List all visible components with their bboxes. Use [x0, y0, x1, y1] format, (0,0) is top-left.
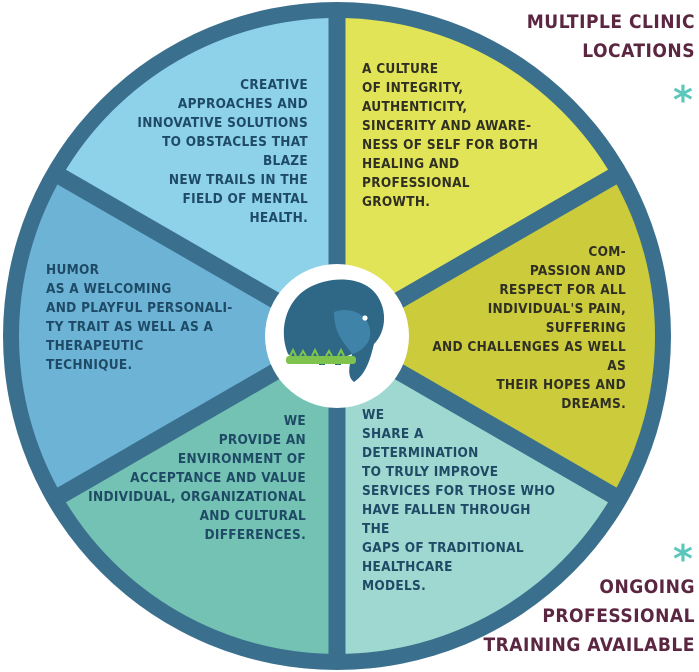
- segment-creative: [61, 18, 337, 336]
- segment-environment-text: WE PROVIDE AN ENVIRONMENT OF ACCEPTANCE …: [88, 413, 306, 543]
- segment-creative-text: CREATIVE APPROACHES AND INNOVATIVE SOLUT…: [137, 77, 308, 226]
- segment-determination: [337, 336, 613, 654]
- segment-humor-text: HUMOR AS A WELCOMING AND PLAYFUL PERSONA…: [46, 262, 233, 373]
- segment-humor: [18, 177, 337, 495]
- segment-compassion-text: COM- PASSION AND RESPECT FOR ALL INDIVID…: [432, 244, 626, 412]
- segment-environment: [61, 336, 337, 654]
- elephant-logo-icon: [265, 264, 409, 408]
- segment-culture-text: A CULTURE OF INTEGRITY, AUTHENTICITY, SI…: [362, 61, 539, 210]
- segment-determination-text: WE SHARE A DETERMINATION TO TRULY IMPROV…: [362, 407, 556, 594]
- asterisk-icon: *: [673, 537, 693, 581]
- segment-culture: [337, 18, 613, 336]
- callout-multiple-clinic-locations: MULTIPLE CLINIC LOCATIONS: [526, 11, 695, 62]
- callout-ongoing-professional-training: ONGOING PROFESSIONAL TRAINING AVAILABLE: [483, 576, 695, 656]
- segment-compassion: [337, 177, 656, 495]
- asterisk-icon: *: [673, 78, 693, 122]
